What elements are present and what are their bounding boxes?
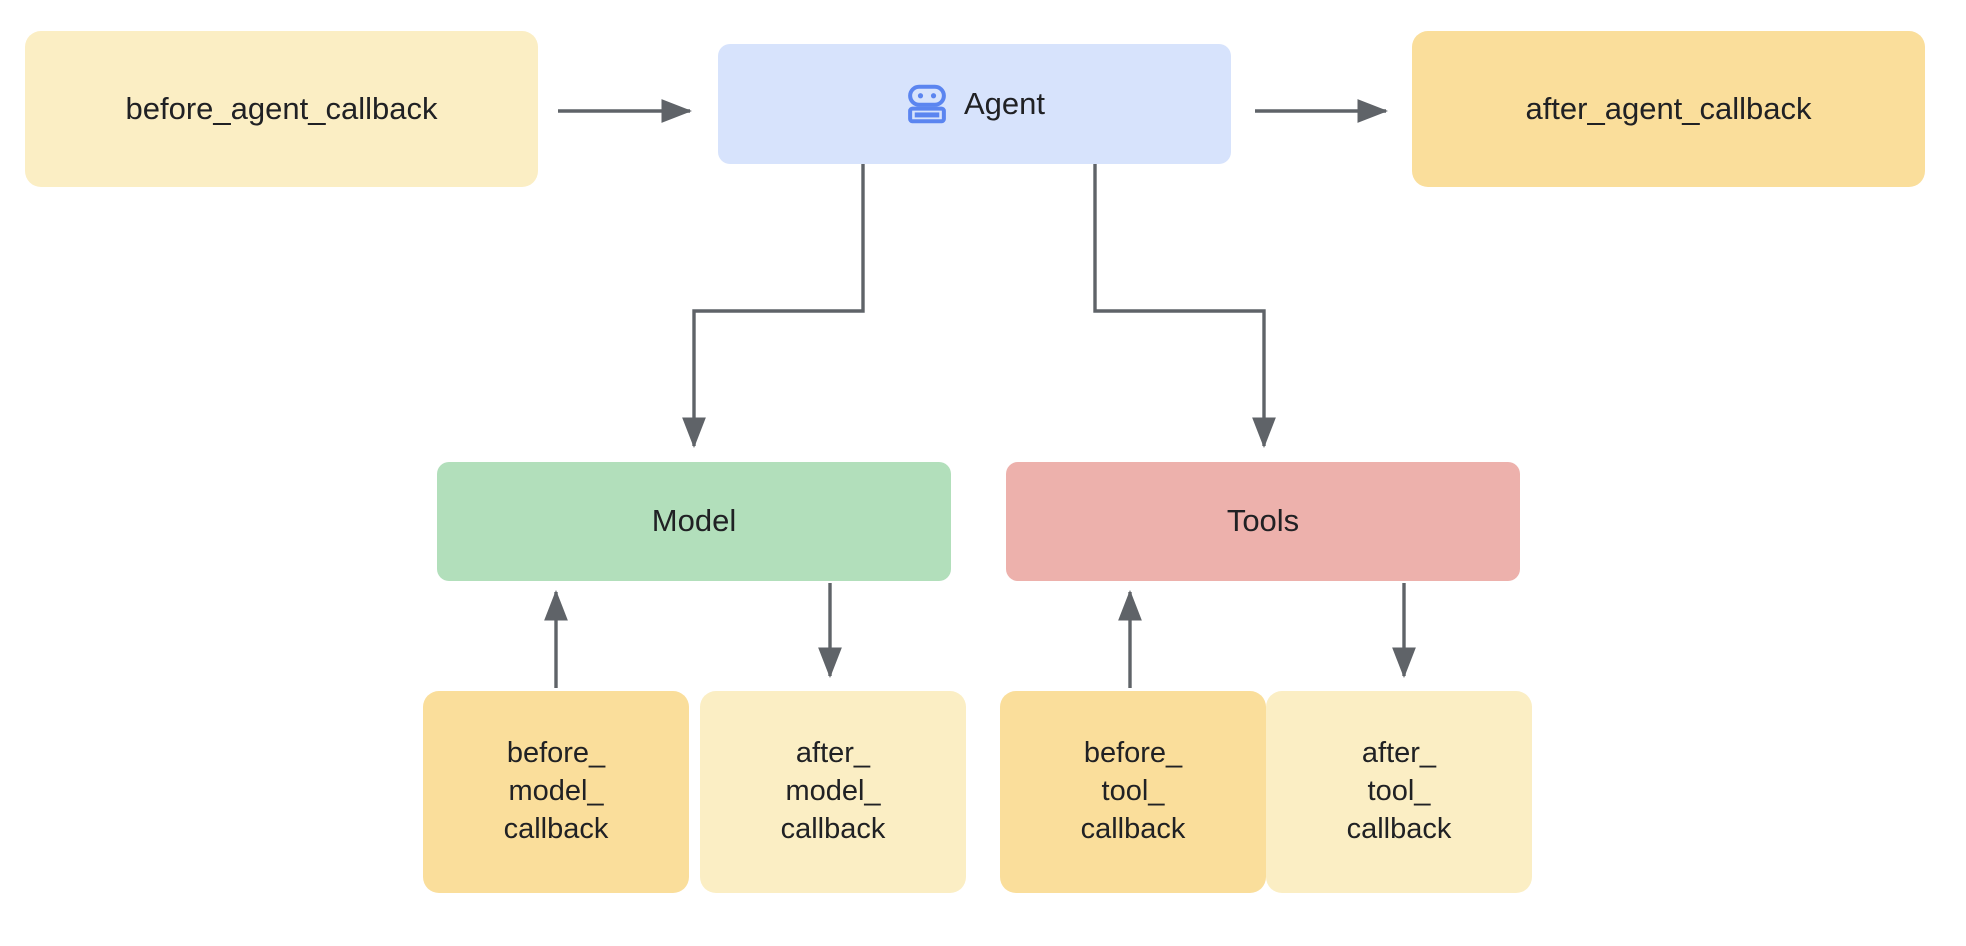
edge-agent-to-model — [682, 164, 865, 449]
node-model-label: Model — [651, 503, 737, 539]
node-model[interactable]: Model — [437, 462, 951, 581]
node-agent[interactable]: Agent — [718, 44, 1231, 164]
node-before-model-callback[interactable]: before_ model_ callback — [423, 691, 689, 893]
robot-icon — [904, 81, 950, 127]
node-agent-label: Agent — [963, 85, 1045, 121]
node-tools[interactable]: Tools — [1006, 462, 1520, 581]
node-before-tool-callback[interactable]: before_ tool_ callback — [1000, 691, 1266, 893]
node-tools-label: Tools — [1226, 503, 1300, 539]
node-before-tool-callback-label: before_ tool_ callback — [1080, 737, 1186, 845]
node-before-agent-callback-label: before_agent_callback — [125, 90, 438, 126]
node-after-agent-callback-label: after_agent_callback — [1525, 90, 1812, 126]
node-after-tool-callback-label: after_ tool_ callback — [1346, 737, 1452, 845]
node-before-model-callback-label: before_ model_ callback — [503, 737, 609, 845]
node-after-agent-callback[interactable]: after_agent_callback — [1412, 31, 1925, 187]
node-after-model-callback[interactable]: after_ model_ callback — [700, 691, 966, 893]
node-after-tool-callback[interactable]: after_ tool_ callback — [1266, 691, 1532, 893]
node-before-agent-callback[interactable]: before_agent_callback — [25, 31, 538, 187]
node-after-model-callback-label: after_ model_ callback — [780, 737, 886, 845]
edge-agent-to-tools — [1093, 164, 1276, 449]
